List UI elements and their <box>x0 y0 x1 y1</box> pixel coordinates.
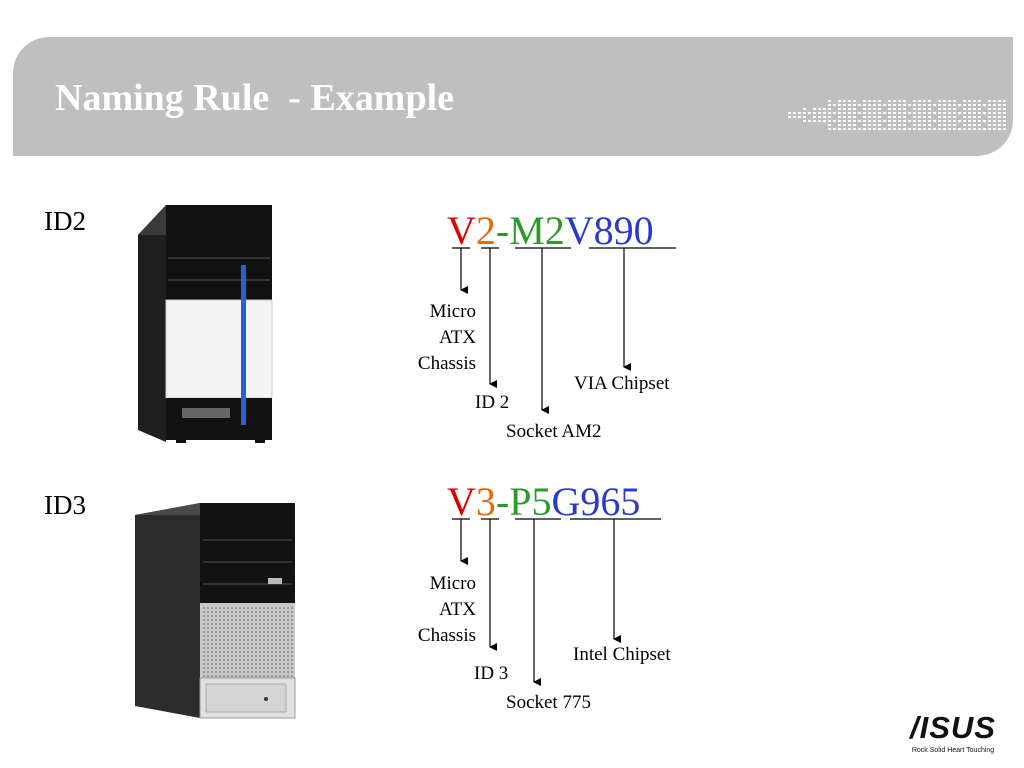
chassis-desc-line: Chassis <box>417 353 476 374</box>
code-id-digit: 2 <box>475 208 496 253</box>
title-banner <box>13 37 1013 156</box>
code-chipset: G965 <box>551 479 641 524</box>
asus-logo-mark: /ISUS <box>908 710 996 745</box>
chassis-desc-line: Micro <box>429 301 476 322</box>
id3-label: ID3 <box>44 490 86 520</box>
chassis-desc-line: Micro <box>429 573 476 594</box>
code-id-digit: 3 <box>475 479 496 524</box>
socket-desc-id3: Socket 775 <box>506 692 591 713</box>
code-socket: -P5 <box>495 479 552 524</box>
chipset-desc-id2: VIA Chipset <box>574 373 670 394</box>
chipset-desc-id3: Intel Chipset <box>573 644 671 665</box>
model-code-id3: V3-P5G965 <box>447 482 640 522</box>
code-letter-v: V <box>447 208 476 253</box>
socket-desc-id2: Socket AM2 <box>506 421 602 442</box>
code-socket: -M2 <box>495 208 565 253</box>
model-code-id2: V2-M2V890 <box>447 211 654 251</box>
code-letter-v: V <box>447 479 476 524</box>
id-desc-id2: ID 2 <box>475 392 510 413</box>
asus-tagline: Rock Solid Heart Touching <box>912 747 994 754</box>
slide-title: Naming Rule - Example <box>55 77 454 119</box>
id-desc-id3: ID 3 <box>474 663 509 684</box>
chassis-desc-line: ATX <box>439 327 476 348</box>
chassis-desc-line: ATX <box>439 599 476 620</box>
id2-label: ID2 <box>44 206 86 236</box>
chassis-desc-id3: Micro ATX Chassis <box>400 571 476 649</box>
chassis-desc-line: Chassis <box>417 625 476 646</box>
chassis-desc-id2: Micro ATX Chassis <box>400 299 476 377</box>
code-chipset: V890 <box>564 208 654 253</box>
